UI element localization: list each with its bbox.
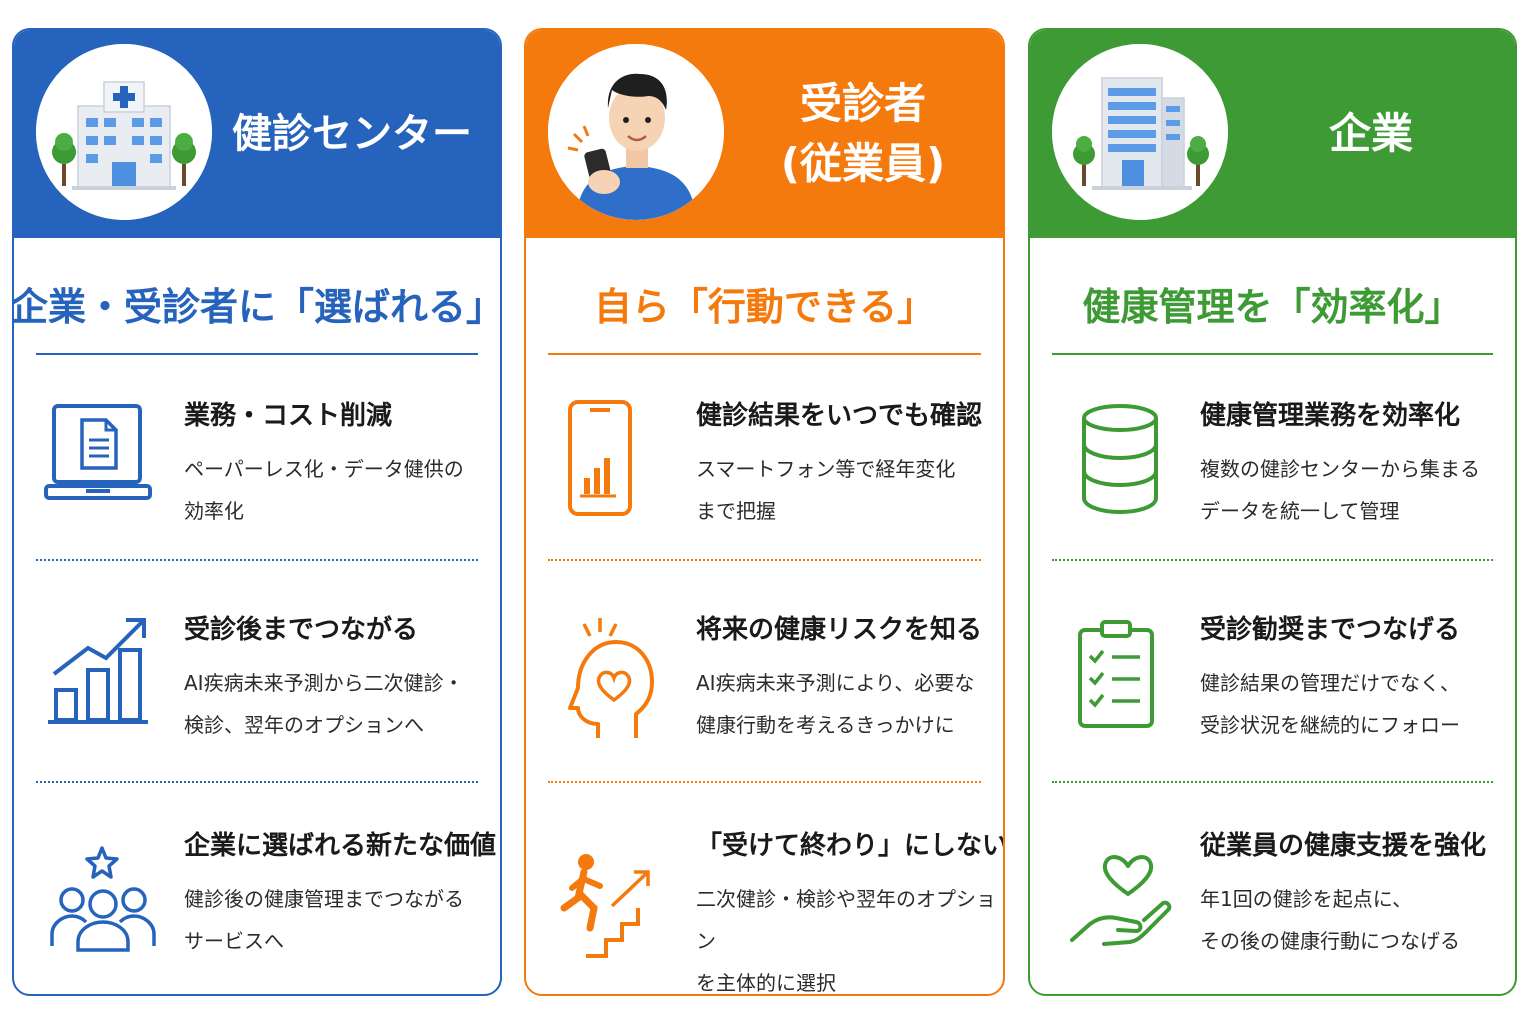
office-building-icon	[1052, 44, 1228, 220]
item-title: 将来の健康リスクを知る	[696, 615, 983, 645]
item-title: 健康管理業務を効率化	[1200, 401, 1461, 431]
dotted-divider	[1052, 559, 1493, 561]
laptop-document-icon	[44, 398, 164, 538]
item-title: 健診結果をいつでも確認	[696, 401, 983, 431]
database-icon	[1060, 398, 1180, 538]
list-item: 従業員の健康支援を強化 年1回の健診を起点に、 その後の健康行動につなげる	[1030, 828, 1515, 994]
list-item: 受診後までつながる AI疾病未来予測から二次健診・ 検診、翌年のオプションへ	[14, 612, 500, 812]
hand-heart-icon	[1060, 828, 1180, 968]
list-item: 健康管理業務を効率化 複数の健診センターから集まる データを統一して管理	[1030, 398, 1515, 598]
item-description: 年1回の健診を起点に、 その後の健康行動につなげる	[1200, 887, 1460, 953]
list-item: 企業に選ばれる新たな価値 健診後の健康管理までつながる サービスへ	[14, 828, 500, 994]
card-header: 企業	[1030, 30, 1515, 238]
divider	[548, 353, 981, 355]
item-title: 「受けて終わり」にしない	[696, 831, 1005, 861]
smartphone-chart-icon	[556, 398, 676, 538]
list-item: 「受けて終わり」にしない 二次健診・検診や翌年のオプション を主体的に選択	[526, 828, 1005, 995]
header-title: 受診者 (従業員)	[780, 79, 946, 188]
item-description: 二次健診・検診や翌年のオプション を主体的に選択	[696, 887, 996, 995]
item-description: スマートフォン等で経年変化 まで把握	[696, 457, 956, 523]
card-examinee: 受診者 (従業員) 自ら「行動できる」 健診結果をいつでも確認 スマートフォン等…	[524, 28, 1005, 996]
tagline: 自ら「行動できる」	[593, 284, 936, 329]
man-with-smartphone-icon	[548, 44, 724, 220]
header-title: 企業	[1328, 109, 1413, 158]
item-description: 健診後の健康管理までつながる サービスへ	[184, 887, 464, 953]
item-description: ペーパーレス化・データ健供の 効率化	[184, 457, 464, 523]
dotted-divider	[548, 559, 981, 561]
hospital-building-icon	[36, 44, 212, 220]
card-header: 受診者 (従業員)	[526, 30, 1003, 238]
dotted-divider	[548, 781, 981, 783]
item-description: AI疾病未来予測により、必要な 健康行動を考えるきっかけに	[696, 671, 975, 737]
divider	[36, 353, 478, 355]
clipboard-checklist-icon	[1060, 612, 1180, 752]
item-description: AI疾病未来予測から二次健診・ 検診、翌年のオプションへ	[184, 671, 464, 737]
list-item: 将来の健康リスクを知る AI疾病未来予測により、必要な 健康行動を考えるきっかけ…	[526, 612, 1003, 812]
item-description: 複数の健診センターから集まる データを統一して管理	[1200, 457, 1480, 523]
dotted-divider	[36, 559, 478, 561]
item-title: 企業に選ばれる新たな価値	[184, 831, 497, 861]
climbing-stairs-icon	[556, 828, 676, 968]
divider	[1052, 353, 1493, 355]
people-star-icon	[44, 828, 164, 968]
dotted-divider	[1052, 781, 1493, 783]
growth-chart-icon	[44, 612, 164, 752]
item-title: 業務・コスト削減	[184, 401, 393, 431]
item-title: 従業員の健康支援を強化	[1200, 831, 1487, 861]
header-title: 健診センター	[232, 111, 472, 157]
tagline: 健康管理を「効率化」	[1082, 284, 1463, 329]
head-heart-icon	[556, 612, 676, 752]
card-company: 企業 健康管理を「効率化」 健康管理業務を効率化 複数の健診センターから集まる …	[1028, 28, 1517, 996]
list-item: 業務・コスト削減 ペーパーレス化・データ健供の 効率化	[14, 398, 500, 598]
list-item: 受診勧奨までつなげる 健診結果の管理だけでなく、 受診状況を継続的にフォロー	[1030, 612, 1515, 812]
dotted-divider	[36, 781, 478, 783]
item-title: 受診後までつながる	[184, 615, 419, 645]
card-header: 健診センター	[14, 30, 500, 238]
card-health-center: 健診センター 企業・受診者に「選ばれる」 業務・コスト削減 ペーパーレス化・デー…	[12, 28, 502, 996]
tagline: 企業・受診者に「選ばれる」	[12, 284, 502, 329]
list-item: 健診結果をいつでも確認 スマートフォン等で経年変化 まで把握	[526, 398, 1003, 598]
item-title: 受診勧奨までつなげる	[1200, 615, 1461, 645]
item-description: 健診結果の管理だけでなく、 受診状況を継続的にフォロー	[1200, 671, 1460, 737]
